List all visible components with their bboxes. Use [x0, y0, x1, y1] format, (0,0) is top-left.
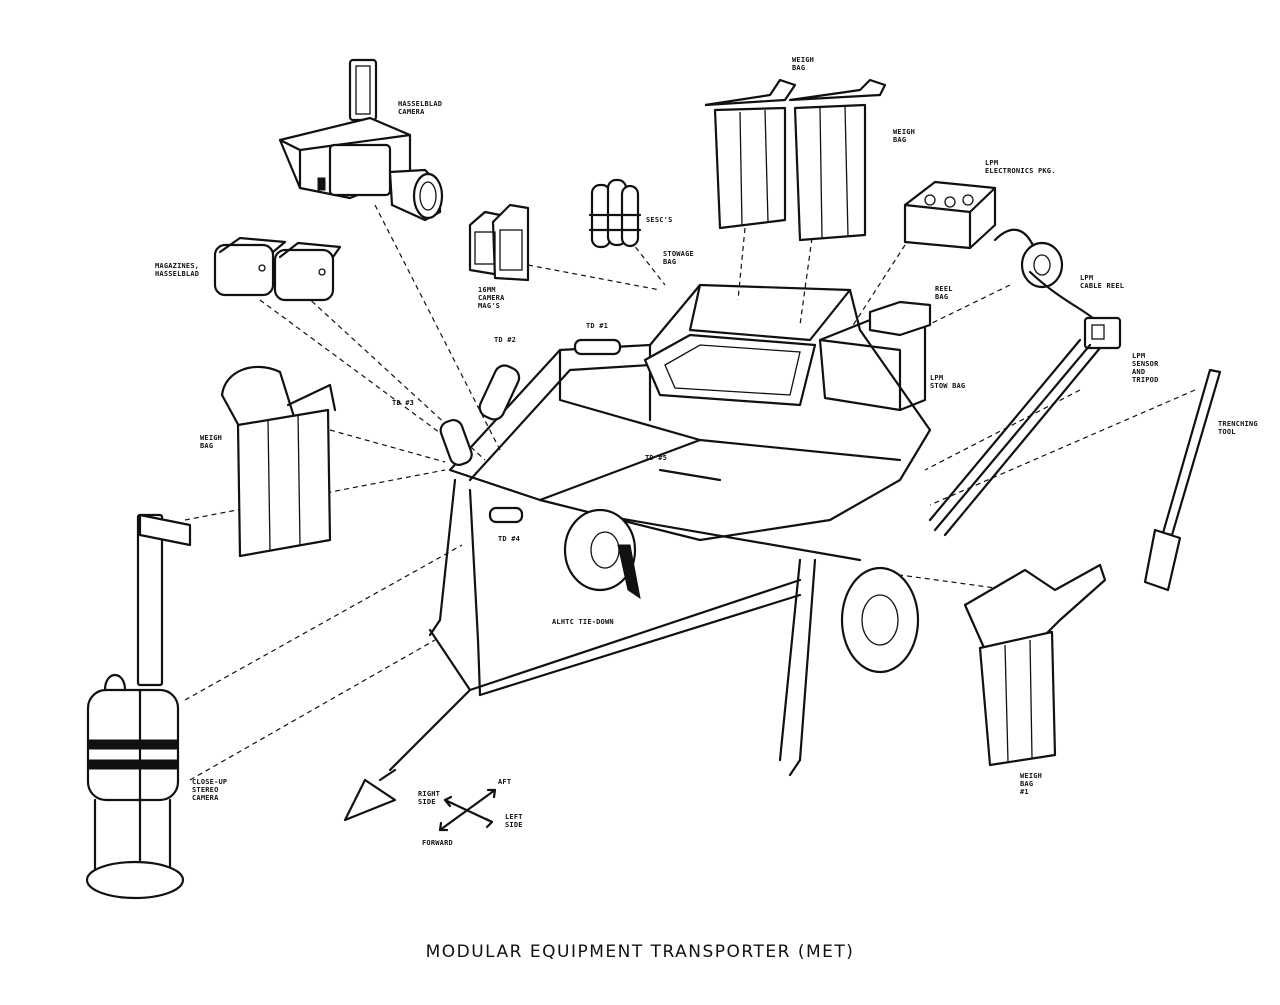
leader-lines [184, 204, 1196, 781]
label-close-up-camera: CLOSE-UP STEREO CAMERA [192, 778, 228, 802]
label-forward: FORWARD [422, 839, 453, 847]
lpm-electronics-icon [903, 180, 997, 250]
label-td5: TD #5 [645, 454, 668, 462]
close-up-stereo-camera-icon [85, 513, 192, 900]
label-td4: TD #4 [498, 535, 521, 543]
lpm-cable-reel-icon [993, 228, 1097, 322]
label-alhtc-tie-down: ALHTC TIE-DOWN [552, 618, 614, 626]
label-trenching-tool: TRENCHING TOOL [1218, 420, 1258, 436]
label-td1: TD #1 [586, 322, 609, 330]
hasselblad-camera-icon [278, 58, 444, 222]
weigh-bag-left-icon [220, 365, 337, 558]
lpm-stow-bag-icon [818, 300, 932, 412]
page-title: MODULAR EQUIPMENT TRANSPORTER (MET) [425, 942, 855, 962]
weigh-bag-1-icon [963, 563, 1107, 767]
label-lpm-stow-bag: LPM STOW BAG [930, 374, 966, 390]
label-weigh-bag-top2: WEIGH BAG [893, 128, 916, 144]
label-aft: AFT [498, 778, 512, 786]
label-magazines: MAGAZINES, HASSELBLAD [155, 262, 200, 278]
label-weigh-bag-top1: WEIGH BAG [792, 56, 815, 72]
label-stowage-bag: STOWAGE BAG [663, 250, 694, 266]
label-weigh-bag-1: WEIGH BAG #1 [1020, 772, 1043, 796]
sescs-icon [588, 178, 642, 249]
label-camera-mags: 16MM CAMERA MAG'S [478, 286, 505, 310]
direction-compass-icon [438, 788, 497, 832]
label-weigh-bag-left: WEIGH BAG [200, 434, 223, 450]
label-right-side: RIGHT SIDE [418, 790, 441, 806]
lpm-sensor-tripod-icon [928, 316, 1122, 537]
trenching-tool-icon [1143, 368, 1222, 592]
label-sescs: SESC'S [646, 216, 673, 224]
label-reel-bag: REEL BAG [935, 285, 953, 301]
label-lpm-cable-reel: LPM CABLE REEL [1080, 274, 1125, 290]
label-td2: TD #2 [494, 336, 517, 344]
met-frame [343, 283, 932, 822]
weigh-bag-top-icon [704, 78, 887, 242]
label-lpm-electronics: LPM ELECTRONICS PKG. [985, 159, 1056, 175]
label-lpm-sensor: LPM SENSOR AND TRIPOD [1132, 352, 1159, 384]
label-left-side: LEFT SIDE [505, 813, 523, 829]
camera-mags-icon [468, 203, 530, 282]
label-hasselblad-camera: HASSELBLAD CAMERA [398, 100, 443, 116]
hasselblad-magazines-icon [213, 236, 342, 302]
label-td3: TD #3 [392, 399, 415, 407]
